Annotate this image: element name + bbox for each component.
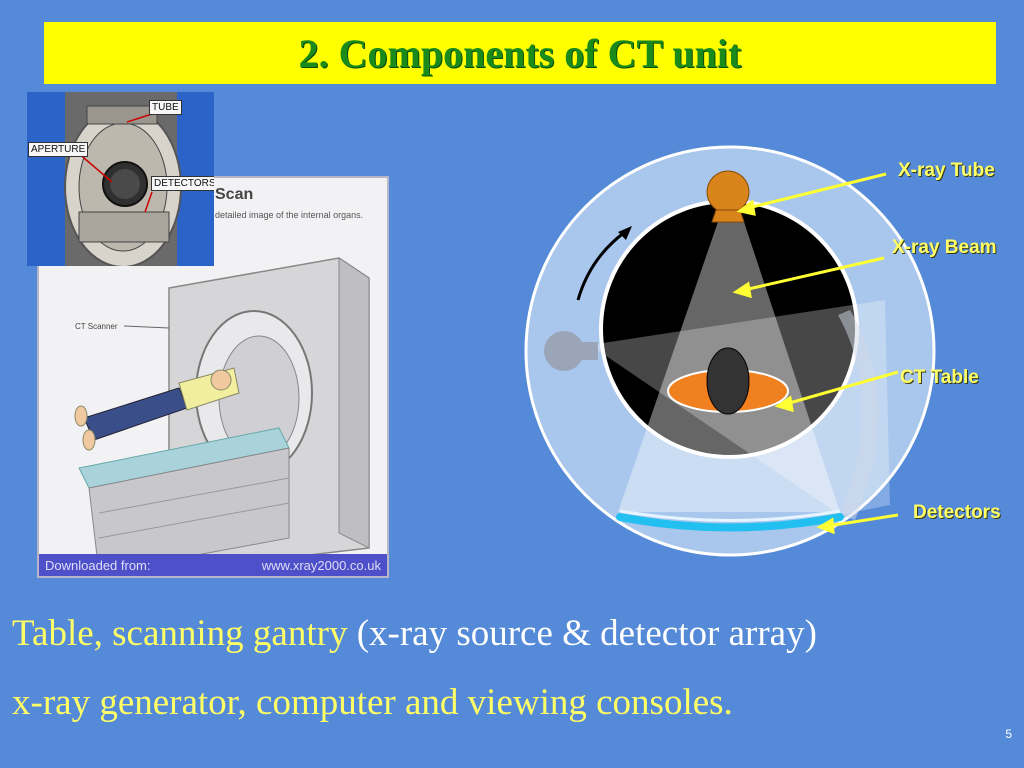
detector-arc	[616, 513, 844, 532]
label-xray-tube: X-ray Tube	[898, 160, 995, 181]
page-number: 5	[1005, 727, 1012, 741]
label-xray-beam: X-ray Beam	[892, 237, 997, 258]
ghost-tube	[544, 331, 584, 371]
credit-bar: Downloaded from: www.xray2000.co.uk	[39, 554, 387, 576]
body-line-1-yellow: Table, scanning gantry	[12, 613, 348, 654]
patient-head-icon	[706, 347, 750, 415]
slide-title: 2. Components of CT unit	[298, 30, 742, 76]
gantry-inset-photo: TUBE APERTURE DETECTORS	[27, 92, 214, 266]
inset-label-detectors: DETECTORS	[151, 176, 214, 191]
xray-tube-icon	[706, 170, 750, 214]
label-detectors: Detectors	[913, 502, 1001, 523]
ct-scanner-drawing	[74, 257, 370, 574]
title-bar: 2. Components of CT unit	[44, 22, 996, 84]
label-ct-table: CT Table	[900, 367, 979, 388]
inset-label-tube: TUBE	[149, 100, 182, 115]
scanner-subheading: detailed image of the internal organs.	[215, 210, 364, 220]
rotation-arrow	[576, 230, 626, 301]
body-line-1-white: (x-ray source & detector array)	[347, 613, 817, 654]
body-line-2: x-ray generator, computer and viewing co…	[12, 681, 733, 724]
inset-label-aperture: APERTURE	[28, 142, 89, 157]
scanner-heading: Scan	[215, 186, 254, 203]
body-line-1: Table, scanning gantry (x-ray source & d…	[12, 612, 817, 655]
gantry-inset-drawing	[64, 92, 182, 266]
annotation-arrows	[732, 172, 899, 535]
credit-right: www.xray2000.co.uk	[261, 557, 381, 573]
scanner-caption: CT Scanner	[75, 322, 118, 331]
body-line-2-yellow: x-ray generator, computer and viewing co…	[12, 682, 733, 723]
ghost-detector	[838, 310, 879, 520]
credit-left: Downloaded from:	[45, 557, 151, 573]
